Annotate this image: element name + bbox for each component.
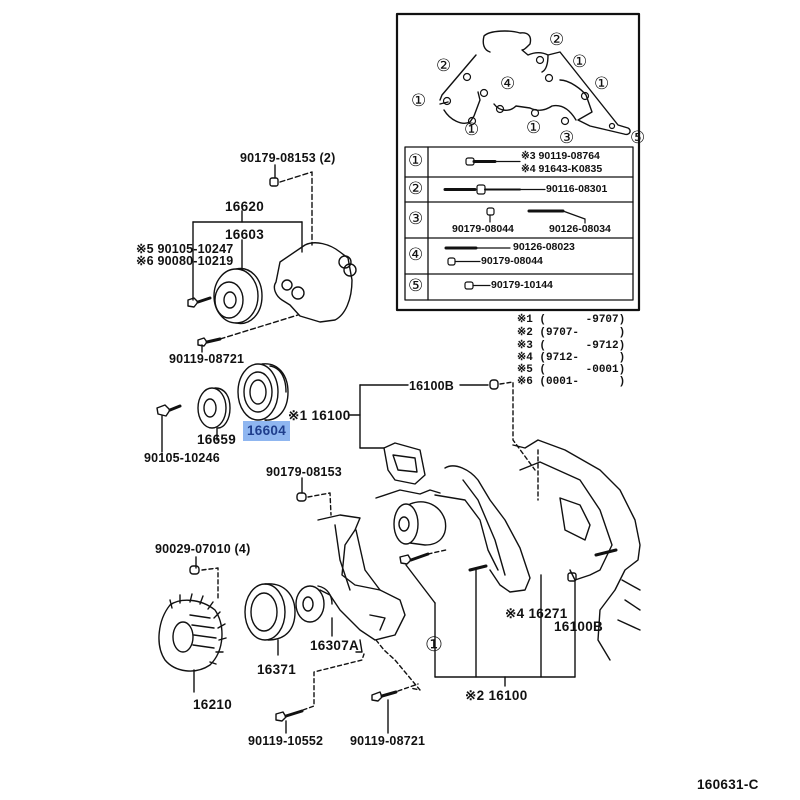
inset-marker-2: ② xyxy=(436,56,452,76)
date-note-1: ※1 ( -9707) xyxy=(517,314,626,326)
date-note-3: ※3 ( -9712) xyxy=(517,340,626,352)
bottom-bolts xyxy=(275,639,419,734)
leader-lines-lower-16100 xyxy=(399,549,576,687)
inset-marker-5: ⑤ xyxy=(630,128,646,148)
table-part-1a[interactable]: ※3 90119-08764 xyxy=(521,150,600,162)
water-pump xyxy=(375,442,531,593)
part-label-16100-note2[interactable]: ※2 16100 xyxy=(465,688,528,703)
table-marker-2: ② xyxy=(408,179,424,199)
inset-marker-4: ④ xyxy=(500,74,516,94)
inset-marker-1: ① xyxy=(411,91,427,111)
part-label-16603[interactable]: 16603 xyxy=(225,227,265,242)
inset-marker-1: ① xyxy=(572,52,588,72)
table-marker-5: ⑤ xyxy=(408,276,424,296)
inset-marker-1: ① xyxy=(464,120,480,140)
table-marker-4: ④ xyxy=(408,245,424,265)
part-label-90080-10219[interactable]: ※6 90080-10219 xyxy=(136,254,234,268)
inset-marker-1: ① xyxy=(594,74,610,94)
callout-marker-1: ① xyxy=(425,632,443,656)
table-part-1b[interactable]: ※4 91643-K0835 xyxy=(521,163,603,175)
table-part-2[interactable]: 90116-08301 xyxy=(546,183,608,195)
bracket-16307a xyxy=(296,477,421,691)
engine-block xyxy=(512,439,641,661)
part-label-90119-08721-top[interactable]: 90119-08721 xyxy=(169,352,245,366)
diagram-code: 160631-C xyxy=(697,777,759,792)
part-label-16271[interactable]: ※4 16271 xyxy=(505,606,568,621)
part-label-90119-10552[interactable]: 90119-10552 xyxy=(248,734,324,748)
date-note-4: ※4 (9712- ) xyxy=(517,352,626,364)
inset-table-grid xyxy=(404,146,634,301)
date-note-2: ※2 (9707- ) xyxy=(517,327,626,339)
part-label-16210[interactable]: 16210 xyxy=(193,697,233,712)
table-marker-3: ③ xyxy=(408,209,424,229)
tensioner-assembly xyxy=(187,164,357,353)
part-label-90119-08721-bottom[interactable]: 90119-08721 xyxy=(350,734,426,748)
part-label-16604-highlighted[interactable]: 16604 xyxy=(243,421,291,441)
table-part-4b[interactable]: 90179-08044 xyxy=(481,255,543,267)
part-label-16659[interactable]: 16659 xyxy=(197,432,237,447)
inset-marker-1: ① xyxy=(526,118,542,138)
table-part-4a[interactable]: 90126-08023 xyxy=(513,241,575,253)
table-part-3a[interactable]: 90179-08044 xyxy=(452,223,514,235)
part-label-16100-note1[interactable]: ※1 16100 xyxy=(288,408,351,423)
part-label-90179-08153[interactable]: 90179-08153 xyxy=(266,465,342,479)
part-label-90105-10247[interactable]: ※5 90105-10247 xyxy=(136,242,234,256)
date-note-5: ※5 ( -0001) xyxy=(517,364,626,376)
inset-box xyxy=(395,12,641,312)
part-label-16100b-bottom[interactable]: 16100B xyxy=(554,619,604,634)
part-label-16100b-top[interactable]: 16100B xyxy=(409,379,454,393)
part-label-16620[interactable]: 16620 xyxy=(225,199,265,214)
table-part-3b[interactable]: 90126-08034 xyxy=(549,223,611,235)
part-label-16307a[interactable]: 16307A xyxy=(310,638,360,653)
inset-marker-2: ② xyxy=(549,30,565,50)
part-label-90105-10246[interactable]: 90105-10246 xyxy=(144,451,220,465)
fan-clutch xyxy=(158,556,333,693)
date-note-6: ※6 (0001- ) xyxy=(517,376,626,388)
part-label-90029-07010[interactable]: 90029-07010 (4) xyxy=(155,542,251,556)
part-label-16371[interactable]: 16371 xyxy=(257,662,297,677)
table-marker-1: ① xyxy=(408,151,424,171)
part-label-90179-08153-2[interactable]: 90179-08153 (2) xyxy=(240,151,336,165)
inset-marker-3: ③ xyxy=(559,128,575,148)
table-part-5[interactable]: 90179-10144 xyxy=(491,279,553,291)
leader-lines-16100 xyxy=(349,379,536,471)
